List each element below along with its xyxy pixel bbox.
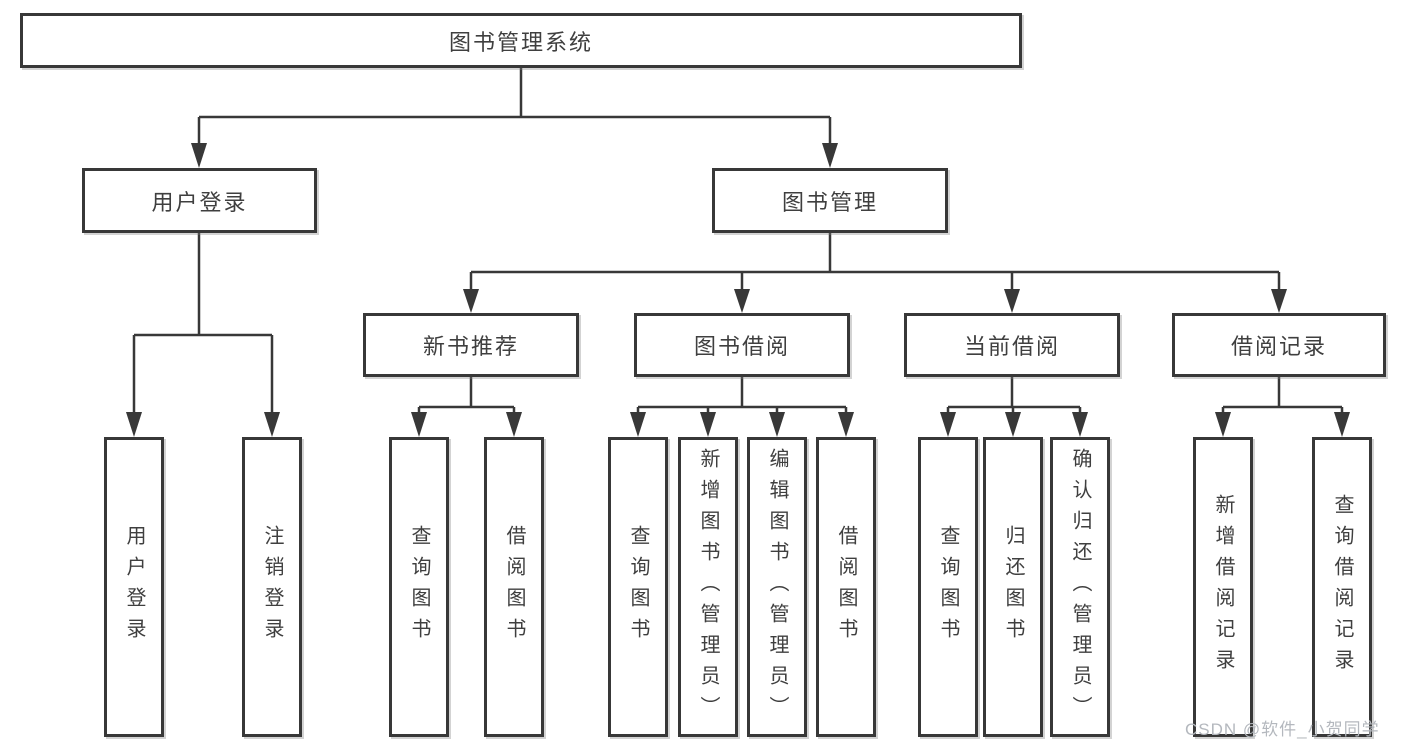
node-book-management: 图书管理 (712, 168, 948, 233)
leaf-add-book-admin: 新增图书（管理员） (678, 437, 738, 737)
node-new-book-recommendation: 新书推荐 (363, 313, 579, 377)
leaf-return-book: 归还图书 (983, 437, 1043, 737)
node-borrowing-records: 借阅记录 (1172, 313, 1386, 377)
node-label: 图书借阅 (693, 334, 790, 359)
leaf-borrow-books-borrow: 借阅图书 (816, 437, 876, 737)
node-current-borrowing: 当前借阅 (904, 313, 1120, 377)
node-book-borrowing: 图书借阅 (634, 313, 850, 377)
leaf-query-borrow-record: 查询借阅记录 (1312, 437, 1372, 737)
leaf-label: 新增借阅记录 (1212, 494, 1234, 680)
node-label: 新书推荐 (422, 334, 519, 359)
leaf-label: 查询图书 (627, 525, 649, 649)
leaf-label: 编辑图书（管理员） (766, 447, 788, 727)
node-label: 借阅记录 (1230, 334, 1327, 359)
leaf-user-login: 用户登录 (104, 437, 164, 737)
leaf-label: 归还图书 (1002, 525, 1024, 649)
leaf-label: 借阅图书 (835, 525, 857, 649)
node-book-management-system: 图书管理系统 (20, 13, 1022, 68)
leaf-query-books-current: 查询图书 (918, 437, 978, 737)
leaf-query-books-borrow: 查询图书 (608, 437, 668, 737)
node-user-login: 用户登录 (82, 168, 317, 233)
node-label: 当前借阅 (963, 334, 1060, 359)
leaf-logout-login: 注销登录 (242, 437, 302, 737)
leaf-label: 借阅图书 (503, 525, 525, 649)
leaf-add-borrow-record: 新增借阅记录 (1193, 437, 1253, 737)
leaf-edit-book-admin: 编辑图书（管理员） (747, 437, 807, 737)
leaf-label: 新增图书（管理员） (697, 447, 719, 727)
node-label: 图书管理 (781, 189, 878, 215)
leaf-label: 用户登录 (123, 525, 145, 649)
arrowheads (126, 143, 1350, 437)
leaf-label: 查询图书 (937, 525, 959, 649)
leaf-label: 查询借阅记录 (1331, 494, 1353, 680)
leaf-label: 注销登录 (261, 525, 283, 649)
leaf-borrow-books-newbook: 借阅图书 (484, 437, 544, 737)
leaf-label: 查询图书 (408, 525, 430, 649)
node-label: 图书管理系统 (448, 29, 593, 55)
leaf-query-books-newbook: 查询图书 (389, 437, 449, 737)
leaf-confirm-return-admin: 确认归还（管理员） (1050, 437, 1110, 737)
leaf-label: 确认归还（管理员） (1069, 447, 1091, 727)
csdn-watermark: CSDN @软件_小贺同学 (1185, 720, 1380, 739)
node-label: 用户登录 (151, 189, 248, 215)
